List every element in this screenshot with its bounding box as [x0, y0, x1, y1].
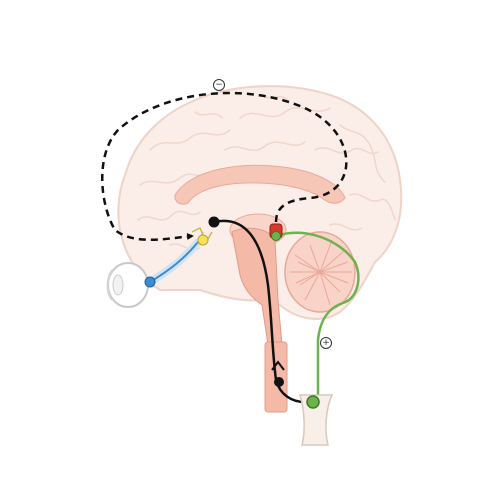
- excitatory-green-pathway: [275, 231, 360, 395]
- excitatory-sign-marker: +: [320, 337, 332, 349]
- muscle-icon: [298, 394, 334, 446]
- optic-nerve-pathway: [144, 238, 202, 288]
- corpus-callosum: [174, 164, 346, 205]
- cerebellum: [284, 231, 356, 313]
- inhibitory-sign-marker: −: [213, 79, 225, 91]
- inhibitory-dashed-pathway: [101, 91, 348, 241]
- green-neuron-body: [306, 395, 320, 409]
- upper-neuron-body: [208, 216, 220, 228]
- descending-motor-pathway: [208, 216, 306, 404]
- inhibitory-sign-label: −: [215, 80, 223, 90]
- yellow-neuron: [191, 226, 213, 246]
- blue-neuron-body: [144, 276, 156, 288]
- excitatory-sign-label: +: [322, 338, 330, 348]
- lower-neuron-body: [274, 377, 284, 387]
- eye-icon: [106, 262, 149, 308]
- red-neuron: [269, 223, 283, 241]
